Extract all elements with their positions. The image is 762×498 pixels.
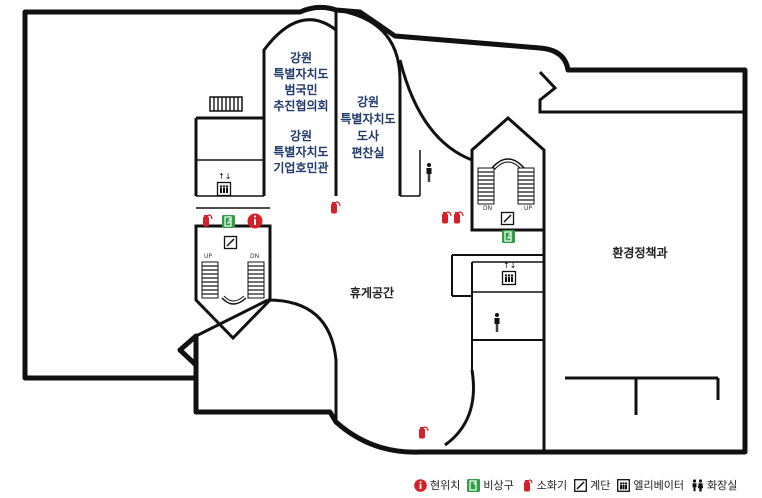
elevator-arrow-icon: ↑↓	[218, 172, 231, 181]
elevator-arrow-icon: ↑↓	[503, 261, 516, 270]
room-label-line: 범국민	[284, 82, 317, 97]
room-label-line: 강원	[290, 129, 312, 143]
legend-label: 계단	[590, 479, 611, 492]
room-label-line: 추진협의회	[273, 98, 328, 113]
room-label-line: 도사	[357, 128, 379, 143]
elevator-icon	[501, 270, 517, 286]
rest-area-label: 휴게공간	[350, 285, 394, 300]
legend-label: 화장실	[706, 479, 738, 492]
right-stair-tower	[470, 115, 546, 232]
emergency-exit-icon	[221, 214, 236, 229]
central-bulge-wall	[267, 298, 338, 420]
vent-grille	[209, 96, 243, 112]
legend-item: 현위치	[414, 477, 460, 493]
elevator-icon	[617, 478, 631, 492]
room-label-line: 기업호민관	[273, 160, 328, 175]
stairs-icon	[223, 235, 238, 250]
fire-extinguisher-icon	[521, 478, 534, 492]
left-stair-up: UP	[204, 253, 212, 260]
legend-label: 비상구	[483, 479, 514, 492]
legend-label: 현위치	[430, 479, 461, 492]
left-stair-down: DN	[250, 253, 259, 260]
emergency-exit-icon	[501, 229, 516, 244]
restroom-icon	[426, 163, 432, 182]
room-label-line: 특별자치도	[273, 66, 328, 81]
council-room-wall	[262, 18, 338, 196]
stairs-icon	[500, 211, 515, 226]
stairs-icon	[574, 478, 588, 492]
legend-item: 소화기	[521, 477, 567, 493]
elevator-icon	[216, 181, 232, 197]
left-stair-arch	[221, 295, 247, 305]
current-location-icon	[414, 478, 427, 492]
room-label-line: 강원	[357, 95, 379, 109]
fire-extinguisher-icon	[418, 426, 429, 440]
legend-label: 소화기	[536, 479, 568, 492]
room-label-line: 특별자치도	[273, 144, 328, 159]
fire-extinguisher-icon	[453, 211, 464, 225]
map-legend: 현위치 비상구 소화기 계단 엘리베이터 화장실	[414, 476, 737, 494]
room-label-line: 특별자치도	[340, 111, 395, 126]
emergency-exit-icon	[467, 478, 481, 492]
fire-extinguisher-icon	[441, 211, 452, 225]
right-stair-up: UP	[524, 205, 532, 212]
room-label-line: 강원	[290, 51, 312, 65]
legend-label: 엘리베이터	[633, 479, 684, 492]
legend-item: 비상구	[467, 477, 514, 493]
env-policy-label: 환경정책과	[612, 245, 667, 260]
outer-wall	[22, 4, 748, 455]
legend-item: 계단	[574, 477, 610, 493]
history-room-wall	[335, 8, 402, 196]
current-location-icon	[247, 213, 263, 229]
restroom-icon	[691, 478, 704, 492]
right-stair-down: DN	[483, 205, 492, 212]
fire-extinguisher-icon	[330, 201, 341, 215]
room-label-line: 편찬실	[351, 145, 384, 160]
restroom-icon	[494, 313, 500, 332]
legend-item: 엘리베이터	[617, 477, 684, 493]
legend-item: 화장실	[691, 477, 737, 493]
